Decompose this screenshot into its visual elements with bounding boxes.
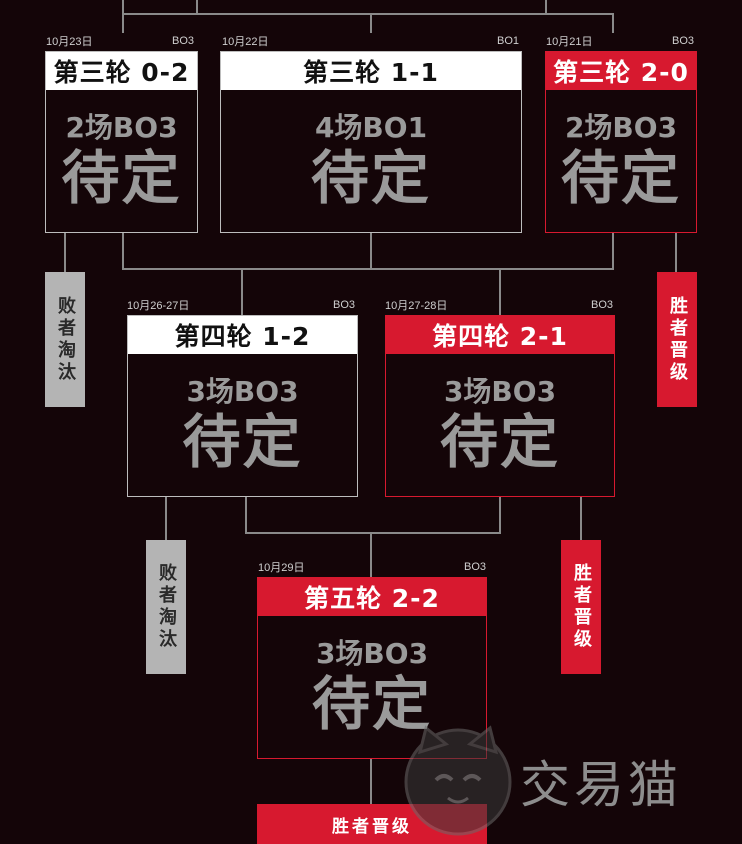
- connector-line: [241, 268, 243, 315]
- connector-line: [122, 268, 614, 270]
- cat-logo-icon: [404, 725, 512, 836]
- round-title: 第三轮 1-1: [221, 52, 521, 90]
- connector-line: [545, 0, 547, 14]
- match-date: 10月29日: [258, 562, 305, 574]
- round-card-3-2-0: 第三轮 2-0 2场BO3 待定: [545, 51, 697, 233]
- connector-line: [122, 232, 124, 270]
- round-title: 第四轮 1-2: [128, 316, 357, 354]
- connector-line: [245, 496, 247, 533]
- connector-line: [245, 532, 501, 534]
- round-body: 3场BO3 待定: [386, 354, 614, 496]
- connector-line: [122, 0, 124, 14]
- advance-tag: 胜者晋级: [561, 540, 601, 674]
- connector-line: [612, 13, 614, 33]
- connector-line: [64, 232, 66, 272]
- connector-line: [370, 13, 372, 33]
- match-status: 待定: [311, 670, 432, 738]
- connector-line: [612, 232, 614, 270]
- match-format: BO3: [672, 35, 695, 47]
- match-format: BO3: [591, 299, 614, 311]
- connector-line: [122, 13, 614, 15]
- match-status: 待定: [439, 408, 560, 476]
- match-date: 10月22日: [222, 36, 269, 48]
- round-title: 第三轮 0-2: [46, 52, 197, 90]
- match-date: 10月21日: [546, 36, 593, 48]
- connector-line: [675, 232, 677, 272]
- match-count: 3场BO3: [443, 375, 557, 408]
- round-title: 第四轮 2-1: [386, 316, 614, 354]
- connector-line: [122, 13, 124, 33]
- connector-line: [370, 232, 372, 270]
- match-status: 待定: [61, 144, 182, 212]
- round-body: 3场BO3 待定: [258, 616, 486, 758]
- watermark-text: 交易猫: [520, 756, 682, 814]
- eliminated-tag: 败者淘汰: [45, 272, 85, 407]
- round-card-5-2-2: 第五轮 2-2 3场BO3 待定: [257, 577, 487, 759]
- round-card-4-1-2: 第四轮 1-2 3场BO3 待定: [127, 315, 358, 497]
- connector-line: [165, 496, 167, 540]
- match-count: 2场BO3: [65, 111, 178, 144]
- connector-line: [370, 532, 372, 577]
- round-card-4-2-1: 第四轮 2-1 3场BO3 待定: [385, 315, 615, 497]
- match-format: BO3: [172, 35, 195, 47]
- match-format: BO1: [497, 35, 520, 47]
- eliminated-tag: 败者淘汰: [146, 540, 186, 674]
- round-body: 4场BO1 待定: [221, 90, 521, 232]
- match-count: 3场BO3: [186, 375, 299, 408]
- match-count: 2场BO3: [564, 111, 678, 144]
- connector-line: [196, 0, 198, 14]
- connector-line: [499, 496, 501, 533]
- round-title: 第五轮 2-2: [258, 578, 486, 616]
- match-status: 待定: [310, 144, 431, 212]
- match-status: 待定: [182, 408, 303, 476]
- advance-tag: 胜者晋级: [657, 272, 697, 407]
- round-title: 第三轮 2-0: [546, 52, 696, 90]
- connector-line: [499, 268, 501, 315]
- match-format: BO3: [333, 299, 356, 311]
- match-date: 10月23日: [46, 36, 93, 48]
- match-status: 待定: [560, 144, 681, 212]
- match-count: 3场BO3: [315, 637, 429, 670]
- round-body: 2场BO3 待定: [546, 90, 696, 232]
- match-date: 10月26-27日: [127, 300, 190, 312]
- round-body: 2场BO3 待定: [46, 90, 197, 232]
- round-body: 3场BO3 待定: [128, 354, 357, 496]
- connector-line: [370, 758, 372, 804]
- round-card-3-0-2: 第三轮 0-2 2场BO3 待定: [45, 51, 198, 233]
- match-date: 10月27-28日: [385, 300, 448, 312]
- round-card-3-1-1: 第三轮 1-1 4场BO1 待定: [220, 51, 522, 233]
- match-format: BO3: [464, 561, 487, 573]
- connector-line: [580, 496, 582, 540]
- match-count: 4场BO1: [314, 111, 428, 144]
